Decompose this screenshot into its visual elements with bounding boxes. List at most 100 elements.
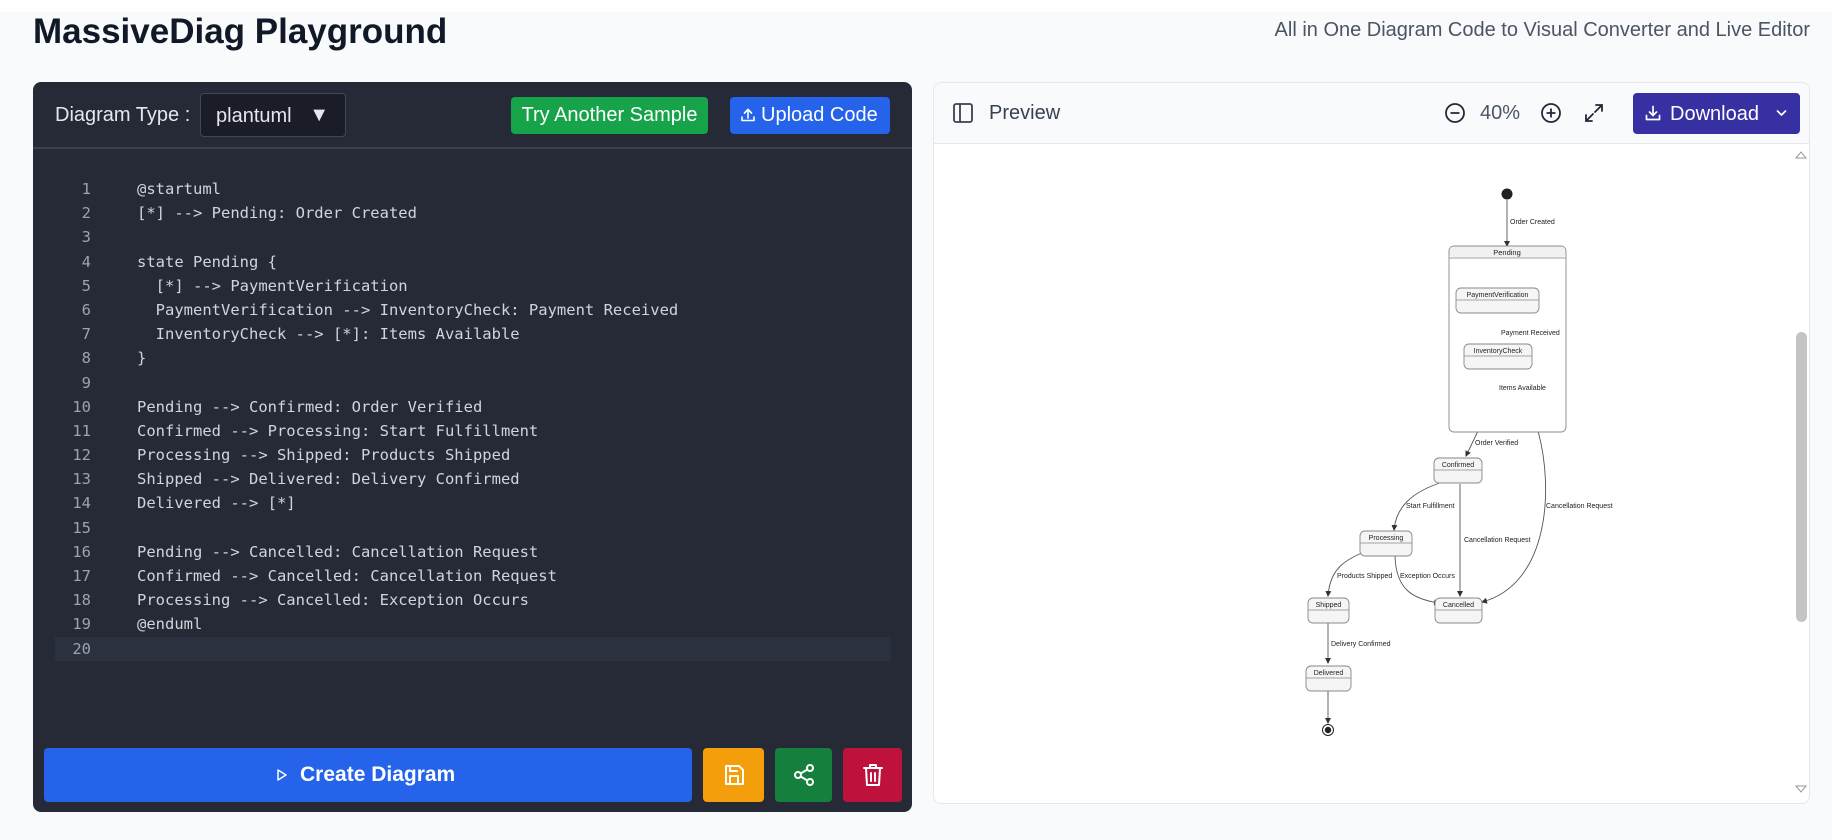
vertical-scrollbar-thumb[interactable]	[1796, 332, 1807, 622]
line-number: 14	[72, 494, 91, 513]
transition-cancellation-request-1	[1481, 430, 1546, 604]
code-line-text: @enduml	[137, 615, 203, 634]
delete-button[interactable]	[843, 748, 902, 802]
preview-panel: Preview 40% Download	[933, 82, 1810, 804]
line-number: 8	[81, 349, 91, 368]
label-payment-received: Payment Received	[1501, 330, 1560, 337]
code-line[interactable]: 16 Pending --> Cancelled: Cancellation Re…	[55, 540, 891, 564]
code-line[interactable]: 20	[55, 636, 891, 661]
code-line[interactable]: 19 @enduml	[55, 612, 891, 636]
state-delivered-label: Delivered	[1314, 670, 1344, 677]
state-shipped: Shipped	[1307, 597, 1350, 624]
top-strip	[0, 0, 1832, 12]
code-line-text: [*] --> PaymentVerification	[137, 276, 408, 295]
diagram-canvas[interactable]: Pending PaymentVerification InventoryChe…	[934, 144, 1809, 803]
code-line[interactable]: 3	[55, 225, 891, 249]
code-line[interactable]: 6 PaymentVerification --> InventoryCheck…	[55, 298, 891, 322]
label-delivery-confirmed: Delivery Confirmed	[1331, 641, 1391, 648]
trash-icon	[862, 764, 883, 786]
code-line[interactable]: 4 state Pending {	[55, 250, 891, 274]
label-exception-occurs: Exception Occurs	[1400, 573, 1455, 580]
line-number: 5	[81, 276, 91, 295]
preview-toolbar: Preview 40% Download	[934, 83, 1809, 144]
scroll-up-arrow-icon[interactable]	[1795, 150, 1807, 159]
share-button[interactable]	[775, 748, 832, 802]
dropdown-caret-icon: ▼	[309, 104, 329, 126]
code-line[interactable]: 15	[55, 516, 891, 540]
state-shipped-label: Shipped	[1316, 602, 1342, 609]
state-confirmed: Confirmed	[1433, 457, 1483, 484]
transition-exception-occurs	[1394, 555, 1440, 606]
diagram-type-value: plantuml	[216, 105, 292, 127]
code-line[interactable]: 7 InventoryCheck --> [*]: Items Availabl…	[55, 322, 891, 346]
create-diagram-button[interactable]: Create Diagram	[44, 748, 692, 802]
code-line-text: PaymentVerification --> InventoryCheck: …	[137, 300, 679, 319]
line-number: 6	[81, 300, 91, 319]
line-number: 3	[81, 228, 91, 247]
editor-toolbar: Diagram Type : plantuml ▼ Try Another Sa…	[33, 82, 912, 149]
try-another-sample-button[interactable]: Try Another Sample	[511, 97, 708, 134]
line-number: 12	[72, 446, 91, 465]
line-number: 15	[72, 518, 91, 537]
line-number: 10	[72, 397, 91, 416]
code-line[interactable]: 5 [*] --> PaymentVerification	[55, 274, 891, 298]
download-icon	[1645, 105, 1661, 121]
save-icon	[724, 765, 744, 785]
line-number: 19	[72, 615, 91, 634]
share-icon	[793, 764, 814, 786]
code-line-text: }	[137, 349, 147, 368]
code-editor-panel: Diagram Type : plantuml ▼ Try Another Sa…	[33, 82, 912, 812]
label-start-fulfillment: Start Fulfillment	[1406, 503, 1455, 510]
chevron-down-icon	[1776, 110, 1787, 116]
state-cancelled-label: Cancelled	[1443, 602, 1474, 609]
state-delivered: Delivered	[1305, 665, 1352, 692]
code-input-area[interactable]: 1@startuml 2 [*] --> Pending: Order Create…	[55, 177, 891, 661]
line-number: 16	[72, 542, 91, 561]
scroll-down-arrow-icon[interactable]	[1795, 785, 1807, 794]
fullscreen-icon[interactable]	[1583, 102, 1605, 124]
code-line-text: state Pending {	[137, 252, 277, 271]
code-line-text: Delivered --> [*]	[137, 494, 296, 513]
zoom-level: 40%	[1480, 102, 1521, 124]
code-line[interactable]: 2 [*] --> Pending: Order Created	[55, 201, 891, 225]
sidebar-toggle-icon[interactable]	[952, 102, 974, 124]
line-number: 20	[72, 639, 91, 658]
code-line[interactable]: 12 Processing --> Shipped: Products Shipp…	[55, 443, 891, 467]
transition-order-verified	[1465, 430, 1479, 457]
code-line[interactable]: 8}	[55, 346, 891, 370]
diagram-type-select[interactable]: plantuml ▼	[200, 93, 346, 137]
code-line[interactable]: 14 Delivered --> [*]	[55, 491, 891, 515]
state-diagram: Pending PaymentVerification InventoryChe…	[1305, 188, 1613, 736]
code-line-text: Processing --> Shipped: Products Shipped	[137, 446, 511, 465]
state-processing: Processing	[1359, 530, 1413, 557]
label-order-verified: Order Verified	[1475, 440, 1518, 447]
state-pending: Pending	[1448, 245, 1567, 433]
line-number: 4	[81, 252, 91, 271]
line-number: 17	[72, 567, 91, 585]
state-confirmed-label: Confirmed	[1442, 462, 1474, 469]
label-cancellation-request-2: Cancellation Request	[1464, 537, 1531, 544]
line-number: 9	[81, 373, 91, 392]
final-state-dot	[1324, 726, 1332, 734]
save-button[interactable]	[703, 748, 764, 802]
line-number: 2	[81, 204, 91, 223]
code-line[interactable]: 1@startuml	[55, 177, 891, 201]
zoom-in-icon[interactable]	[1540, 102, 1562, 124]
code-line-text: [*] --> Pending: Order Created	[137, 204, 417, 223]
code-line-text: Pending --> Cancelled: Cancellation Requ…	[137, 542, 539, 561]
line-number: 13	[72, 470, 91, 489]
zoom-out-icon[interactable]	[1444, 102, 1466, 124]
label-cancellation-request-1: Cancellation Request	[1546, 503, 1613, 510]
download-button[interactable]: Download	[1633, 93, 1800, 134]
code-line-text: Confirmed --> Processing: Start Fulfillm…	[137, 421, 539, 440]
state-processing-label: Processing	[1369, 535, 1404, 542]
upload-code-button[interactable]: Upload Code	[730, 97, 890, 134]
code-line[interactable]: 9	[55, 371, 891, 395]
play-icon	[277, 769, 287, 781]
state-inventory-check-label: InventoryCheck	[1474, 348, 1523, 355]
